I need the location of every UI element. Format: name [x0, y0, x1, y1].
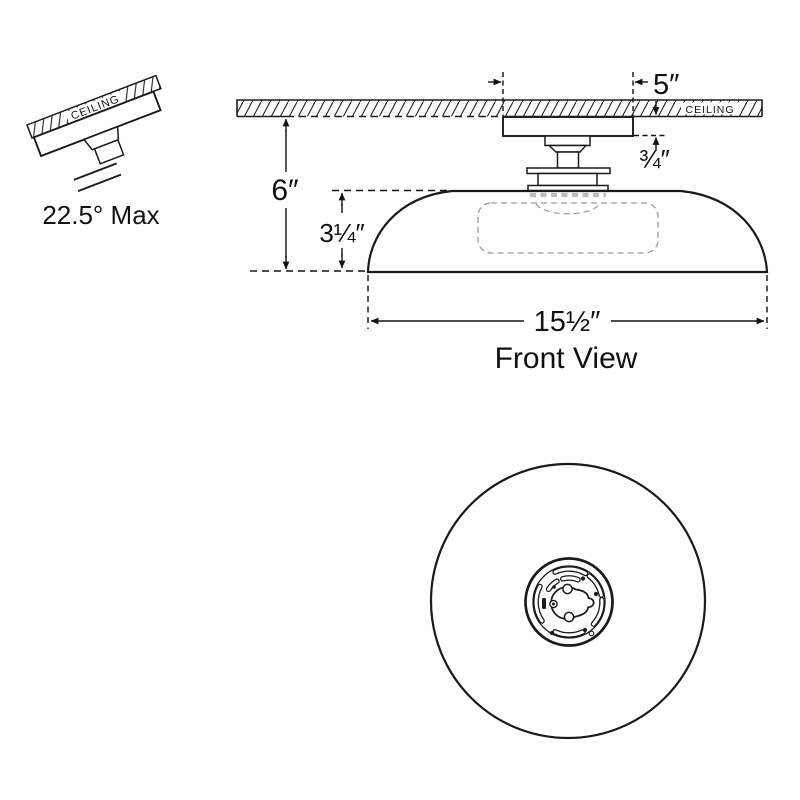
open-pilot-hole	[588, 630, 595, 637]
screw-hole-bottom	[563, 611, 575, 623]
canopy-stem-assembly	[502, 116, 634, 192]
tilt-stem	[93, 138, 125, 165]
front-view-diagram: CEILING 5″	[236, 69, 769, 375]
hub-cylinder	[537, 172, 598, 187]
overall-width-value: 15½″	[534, 306, 601, 338]
left-tab	[542, 598, 546, 609]
hidden-lamp-ghost	[477, 192, 659, 254]
pilot-hole	[549, 630, 555, 636]
screw-hole-left-center	[552, 602, 555, 606]
front-view-label: Front View	[495, 342, 638, 375]
bottom-view-diagram	[429, 462, 707, 740]
dimension-overall-width	[367, 275, 768, 329]
ceiling-label-backing	[681, 102, 739, 115]
dimension-canopy-drop	[634, 101, 668, 151]
canopy-width-value: 5″	[653, 69, 679, 101]
pilot-hole	[580, 576, 586, 581]
mounting-hardware	[542, 576, 599, 637]
dimension-shade-height	[332, 189, 452, 269]
lower-flange	[527, 184, 609, 192]
dimension-canopy-width	[488, 72, 648, 116]
shade-dome-outline	[366, 189, 769, 274]
tilt-angle-label: 22.5° Max	[42, 200, 159, 230]
tilt-fixture-edge-line-2	[77, 173, 122, 192]
stem-column	[556, 151, 580, 169]
shade-height-value: 3¼″	[319, 218, 364, 248]
upper-flange	[526, 167, 611, 175]
stem-taper	[547, 144, 588, 153]
canopy-plate	[502, 116, 634, 137]
pilot-hole	[582, 627, 588, 633]
pilot-hole	[593, 591, 599, 597]
overall-height-value: 6″	[271, 174, 299, 207]
hidden-diffuser-outline	[477, 202, 659, 254]
tilt-view-diagram: CEILING 22.5° Max	[26, 74, 162, 230]
ceiling-outline	[236, 99, 763, 117]
center-keyhole-cutout	[550, 586, 595, 620]
pilot-hole	[552, 585, 556, 589]
screw-hole-top	[562, 583, 573, 595]
ceiling-label: CEILING	[685, 104, 734, 116]
tilt-fixture-edge-line-1	[73, 162, 118, 181]
canopy-step-block	[544, 135, 591, 147]
dimension-overall-height	[250, 118, 368, 272]
ceiling-slab: CEILING	[236, 99, 763, 118]
canopy-drop-value: ¾″	[639, 144, 670, 174]
mounting-slots	[533, 566, 605, 638]
tilt-ceiling-label-backing	[64, 90, 126, 123]
hidden-socket-curve	[535, 203, 601, 215]
